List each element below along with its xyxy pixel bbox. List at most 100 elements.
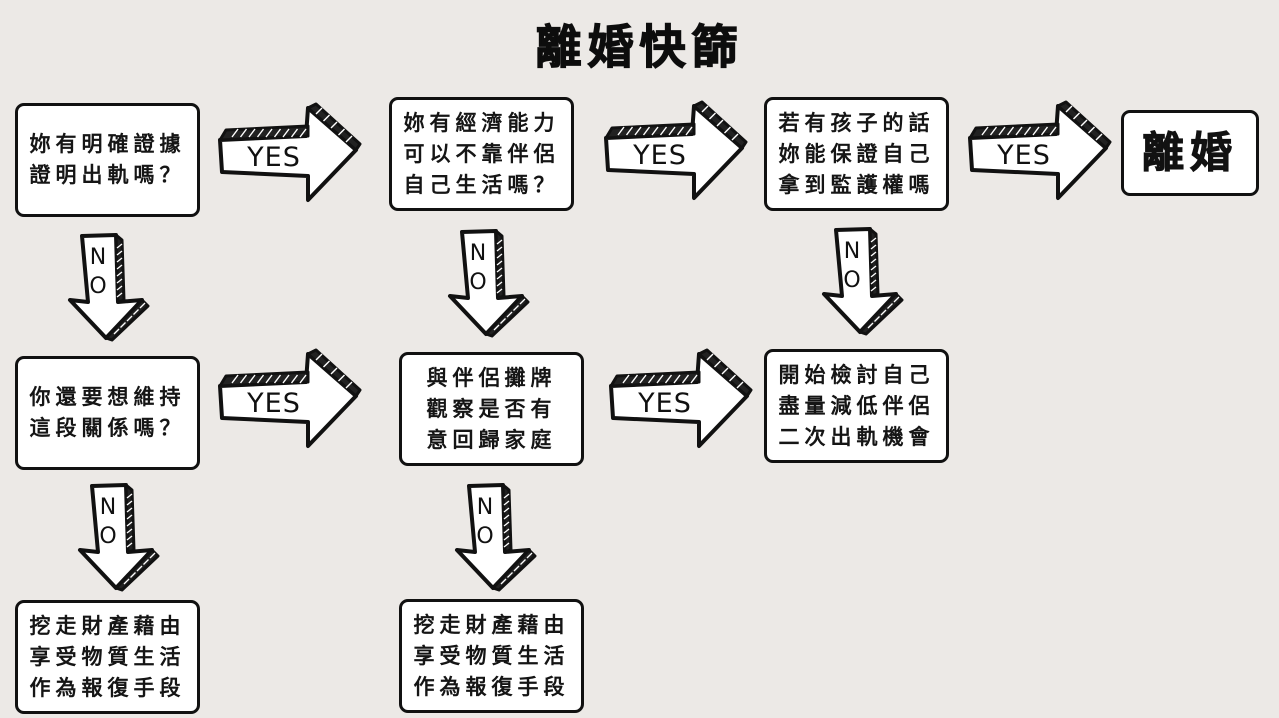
hatch-stroke <box>496 246 503 252</box>
hatch-stroke <box>116 292 123 298</box>
hatch-stroke <box>526 552 533 559</box>
hatch-stroke <box>1095 133 1103 141</box>
hatch-stroke <box>500 318 506 324</box>
hatch-stroke <box>706 353 714 361</box>
box-text-line: 挖走財產藉由 <box>29 613 186 638</box>
hatch-stroke <box>126 500 133 506</box>
hatch-stroke <box>736 381 744 389</box>
yes-arrow-right-icon: YES <box>216 102 362 206</box>
arrow-hatch-tip <box>306 348 362 398</box>
hatch-stroke <box>520 559 526 565</box>
hatch-stroke <box>136 565 143 572</box>
hatch-stroke <box>496 260 503 266</box>
hatch-stroke <box>503 507 510 513</box>
hatch-stroke <box>503 500 510 506</box>
arrow-hatch-top <box>218 370 310 388</box>
hatch-stroke <box>496 267 503 273</box>
hatch-stroke <box>647 374 656 384</box>
box-text-line: 與伴侶攤牌 <box>426 365 557 390</box>
hatch-stroke <box>887 303 893 309</box>
box-text-line: 觀察是否有 <box>426 396 557 421</box>
hatch-stroke <box>642 126 651 136</box>
box-text-line: 妳能保證自己 <box>778 141 935 166</box>
hatch-stroke <box>265 128 273 138</box>
hatch-stroke <box>290 374 299 384</box>
box-text-line: 作為報復手段 <box>413 674 570 699</box>
question-box-financial: 妳有經濟能力 可以不靠伴侶 自己生活嗎？ <box>389 97 574 211</box>
no-label-o: O <box>476 524 493 549</box>
box-text-line: 盡量減低伴侶 <box>778 393 935 418</box>
hatch-stroke <box>870 286 877 292</box>
hatch-stroke <box>248 374 256 384</box>
hatch-stroke <box>874 316 880 322</box>
hatch-stroke <box>1049 126 1057 136</box>
arrow-hatch-top <box>609 370 701 388</box>
result-box-revenge-left: 挖走財產藉由 享受物質生活 作為報復手段 <box>15 600 200 714</box>
hatch-stroke <box>149 552 156 559</box>
hatch-stroke <box>701 105 709 113</box>
hatch-stroke <box>503 528 510 534</box>
hatch-stroke <box>870 279 877 285</box>
hatch-stroke <box>690 374 698 384</box>
hatch-stroke <box>1032 126 1040 136</box>
yes-arrow-right-icon: YES <box>607 348 753 452</box>
hatch-stroke <box>265 374 273 384</box>
hatch-stroke <box>116 271 123 277</box>
hatch-stroke <box>133 309 139 315</box>
result-box-confront-partner: 與伴侶攤牌 觀察是否有 意回歸家庭 <box>399 352 584 466</box>
hatch-stroke <box>248 128 256 138</box>
hatch-stroke <box>282 128 290 138</box>
arrow-hatch-top <box>218 124 310 142</box>
hatch-stroke <box>1088 126 1095 134</box>
hatch-stroke <box>893 296 900 303</box>
hatch-stroke <box>681 374 690 384</box>
hatch-stroke <box>282 374 290 384</box>
result-box-divorce: 離婚 <box>1121 110 1259 196</box>
hatch-stroke <box>323 114 330 122</box>
hatch-stroke <box>617 126 625 136</box>
hatch-stroke <box>870 258 877 264</box>
no-label-n: N <box>477 495 493 520</box>
hatch-stroke <box>709 112 716 120</box>
hatch-stroke <box>338 128 345 136</box>
hatch-stroke <box>116 257 123 263</box>
hatch-stroke <box>290 128 299 138</box>
hatch-stroke <box>126 542 133 548</box>
hatch-stroke <box>113 328 120 335</box>
box-text-line: 自己生活嗎？ <box>403 172 560 197</box>
hatch-stroke <box>639 374 647 384</box>
hatch-stroke <box>989 126 998 136</box>
yes-arrow-right-icon: YES <box>216 348 362 452</box>
hatch-stroke <box>1080 119 1088 127</box>
hatch-stroke <box>870 237 877 243</box>
box-text-line: 這段關係嗎？ <box>29 416 186 440</box>
hatch-stroke <box>721 367 729 375</box>
hatch-stroke <box>513 305 519 311</box>
hatch-stroke <box>273 128 282 138</box>
hatch-stroke <box>116 285 123 291</box>
box-text-line: 可以不靠伴侶 <box>403 141 560 166</box>
hatch-stroke <box>139 302 146 309</box>
hatch-stroke <box>496 253 503 259</box>
no-label-n: N <box>844 239 860 264</box>
box-text-line: 若有孩子的話 <box>778 110 935 135</box>
hatch-stroke <box>1015 126 1023 136</box>
hatch-stroke <box>496 239 503 245</box>
hatch-stroke <box>503 521 510 527</box>
hatch-stroke <box>256 374 265 384</box>
hatch-stroke <box>998 126 1006 136</box>
hatch-stroke <box>496 288 503 294</box>
hatch-stroke <box>503 542 510 548</box>
question-box-evidence: 妳有明確證據 證明出軌嗎？ <box>15 103 200 217</box>
hatch-stroke <box>126 521 133 527</box>
diagram-title: 離婚快篩 <box>535 19 744 74</box>
hatch-stroke <box>676 126 685 136</box>
hatch-stroke <box>126 493 133 499</box>
question-box-maintain-relationship: 你還要想維持 這段關係嗎？ <box>15 356 200 470</box>
hatch-stroke <box>867 322 874 329</box>
box-text-line: 證明出軌嗎？ <box>29 163 186 187</box>
hatch-stroke <box>729 374 736 382</box>
